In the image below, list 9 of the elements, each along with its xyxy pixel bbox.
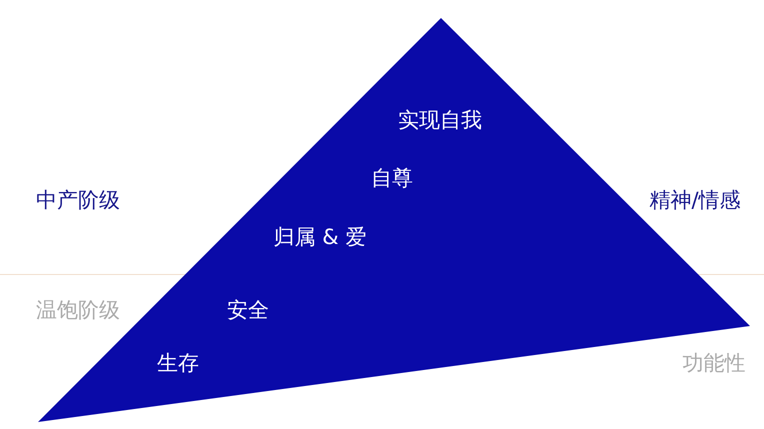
category-label: 精神/情感 (649, 187, 741, 214)
level-label: 自尊 (371, 165, 413, 192)
level-label: 生存 (157, 350, 199, 377)
level-label: 归属 & 爱 (274, 224, 366, 251)
category-label: 功能性 (682, 350, 746, 377)
class-label: 温饱阶级 (36, 297, 120, 324)
class-label: 中产阶级 (36, 187, 120, 214)
level-label: 实现自我 (398, 107, 482, 134)
level-label: 安全 (227, 297, 269, 324)
